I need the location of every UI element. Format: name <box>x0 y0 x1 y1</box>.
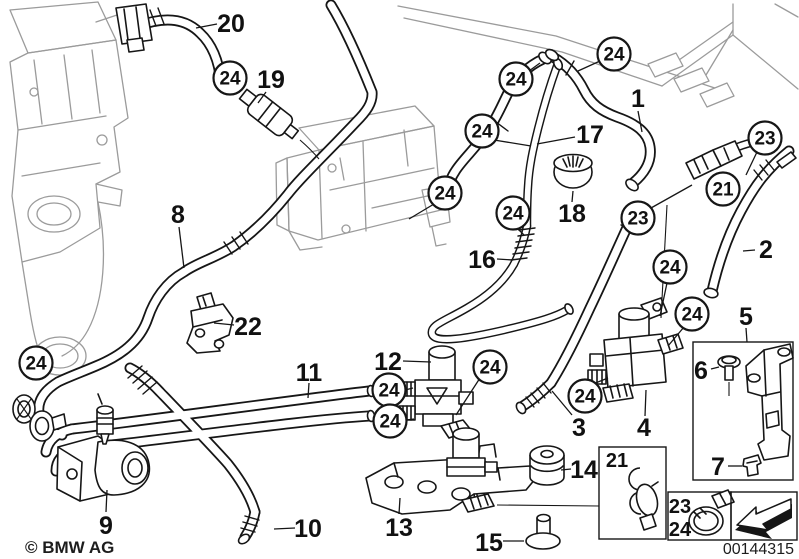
leader-lines-layer <box>105 23 758 542</box>
svg-text:24: 24 <box>25 354 47 375</box>
part-label-11[interactable]: 11 <box>296 359 323 387</box>
callout-21[interactable]: 21 <box>705 171 741 207</box>
part-label-6[interactable]: 6 <box>694 357 708 385</box>
clip-leader-line <box>496 504 600 507</box>
buffer-14 <box>529 445 565 486</box>
part-label-22[interactable]: 22 <box>234 313 262 341</box>
hose20-connector <box>115 3 153 53</box>
callout-24[interactable]: 24 <box>18 345 54 381</box>
part-label-1[interactable]: 1 <box>631 85 645 113</box>
part-label-17[interactable]: 17 <box>576 121 604 149</box>
box-label-21[interactable]: 21 <box>606 450 628 472</box>
callout-24[interactable]: 24 <box>472 349 508 385</box>
svg-text:23: 23 <box>627 209 648 230</box>
svg-text:23: 23 <box>754 129 775 150</box>
callout-24[interactable]: 24 <box>371 372 407 408</box>
bushing-15 <box>525 513 561 550</box>
svg-text:24: 24 <box>659 258 681 279</box>
part-label-12[interactable]: 12 <box>374 348 402 376</box>
union-connectors <box>685 140 797 180</box>
callout-24[interactable]: 24 <box>212 60 248 96</box>
part-label-15[interactable]: 15 <box>475 529 503 557</box>
parts-artwork <box>12 3 797 550</box>
svg-text:24: 24 <box>502 204 524 225</box>
check-valve-19 <box>238 88 300 140</box>
water-valve-12 <box>398 345 474 439</box>
svg-text:24: 24 <box>479 358 501 379</box>
copyright-text: © BMW AG <box>25 538 114 557</box>
part-label-4[interactable]: 4 <box>637 414 651 442</box>
svg-text:24: 24 <box>505 70 527 91</box>
image-code-text: 00144315 <box>723 541 794 558</box>
clip-21-drawing <box>628 467 659 531</box>
bracket-box <box>692 341 794 481</box>
callout-24[interactable]: 24 <box>596 36 632 72</box>
svg-text:21: 21 <box>712 180 734 201</box>
svg-text:24: 24 <box>681 305 703 326</box>
hose-clamp-icon <box>688 489 735 536</box>
part-label-13[interactable]: 13 <box>385 514 413 542</box>
bracket-5-drawing <box>745 343 794 461</box>
svg-text:24: 24 <box>574 387 596 408</box>
callout-24[interactable]: 24 <box>427 175 463 211</box>
callout-24[interactable]: 24 <box>464 113 500 149</box>
part-label-7[interactable]: 7 <box>711 453 725 481</box>
callout-24[interactable]: 24 <box>498 61 534 97</box>
part-label-19[interactable]: 19 <box>257 66 285 94</box>
body-structure-sketch <box>397 3 799 108</box>
box-label-24[interactable]: 24 <box>669 519 692 541</box>
part-label-16[interactable]: 16 <box>468 246 496 274</box>
callout-24[interactable]: 24 <box>674 296 710 332</box>
plug-7-drawing <box>742 454 762 477</box>
part-label-20[interactable]: 20 <box>217 10 245 38</box>
svg-text:24: 24 <box>434 184 456 205</box>
valve-on-bracket <box>446 427 498 513</box>
engine-block-sketch <box>9 1 129 376</box>
valve-4 <box>587 297 684 403</box>
bracket-13 <box>365 443 537 515</box>
part-label-14[interactable]: 14 <box>570 456 598 484</box>
arrow-box[interactable] <box>730 491 798 541</box>
callout-24[interactable]: 24 <box>372 403 408 439</box>
callout-23[interactable]: 23 <box>620 200 656 236</box>
svg-text:24: 24 <box>219 69 241 90</box>
grommet-18 <box>553 153 593 189</box>
callout-24[interactable]: 24 <box>652 249 688 285</box>
part-label-3[interactable]: 3 <box>572 414 586 442</box>
bracket-22 <box>186 292 234 354</box>
part-label-10[interactable]: 10 <box>294 515 322 543</box>
part-label-8[interactable]: 8 <box>171 201 185 229</box>
svg-text:24: 24 <box>378 381 400 402</box>
callout-24[interactable]: 24 <box>567 378 603 414</box>
part-label-5[interactable]: 5 <box>739 303 753 331</box>
svg-text:24: 24 <box>603 45 625 66</box>
back-arrow-icon[interactable] <box>735 498 792 539</box>
inset-boxes <box>496 341 798 541</box>
svg-text:24: 24 <box>379 412 401 433</box>
pump-9 <box>56 393 151 502</box>
screw-6-drawing <box>717 355 741 396</box>
part-label-2[interactable]: 2 <box>759 236 773 264</box>
quick-connectors <box>12 394 67 442</box>
clip-box <box>598 446 667 540</box>
part-label-9[interactable]: 9 <box>99 512 113 540</box>
callout-23[interactable]: 23 <box>747 120 783 156</box>
svg-text:24: 24 <box>471 122 493 143</box>
box-label-23[interactable]: 23 <box>669 496 691 518</box>
part-label-18[interactable]: 18 <box>558 200 586 228</box>
callout-24[interactable]: 24 <box>495 195 531 231</box>
